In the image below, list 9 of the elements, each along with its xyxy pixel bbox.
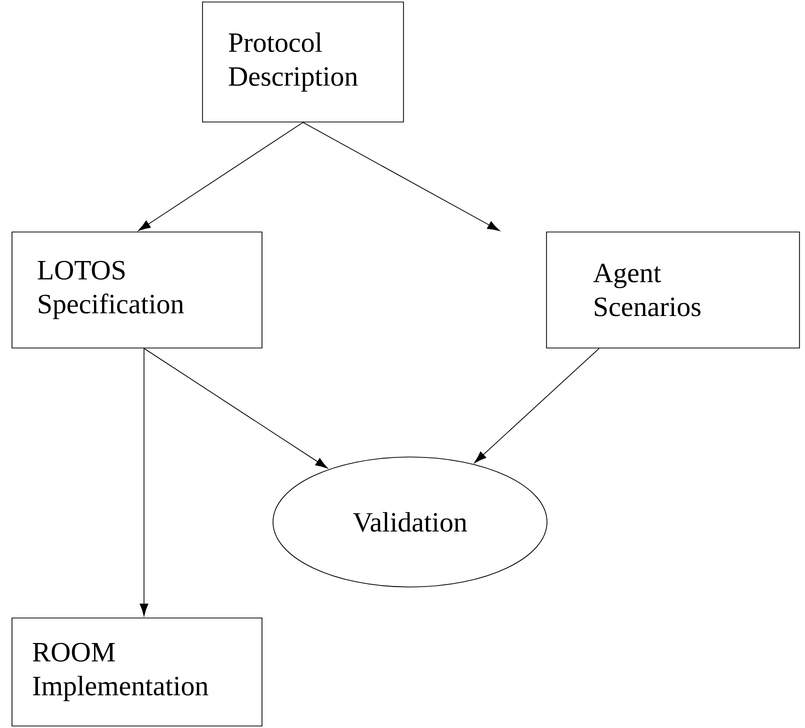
arrow	[474, 348, 600, 464]
arrow	[140, 348, 148, 616]
arrow	[144, 348, 328, 469]
process-box: ROOM Implementation	[12, 618, 262, 726]
process-box: LOTOS Specification	[12, 232, 262, 348]
process-box: Agent Scenarios	[546, 232, 800, 348]
process-box: Protocol Description	[202, 2, 404, 122]
arrow	[138, 122, 304, 231]
arrow	[302, 122, 500, 232]
